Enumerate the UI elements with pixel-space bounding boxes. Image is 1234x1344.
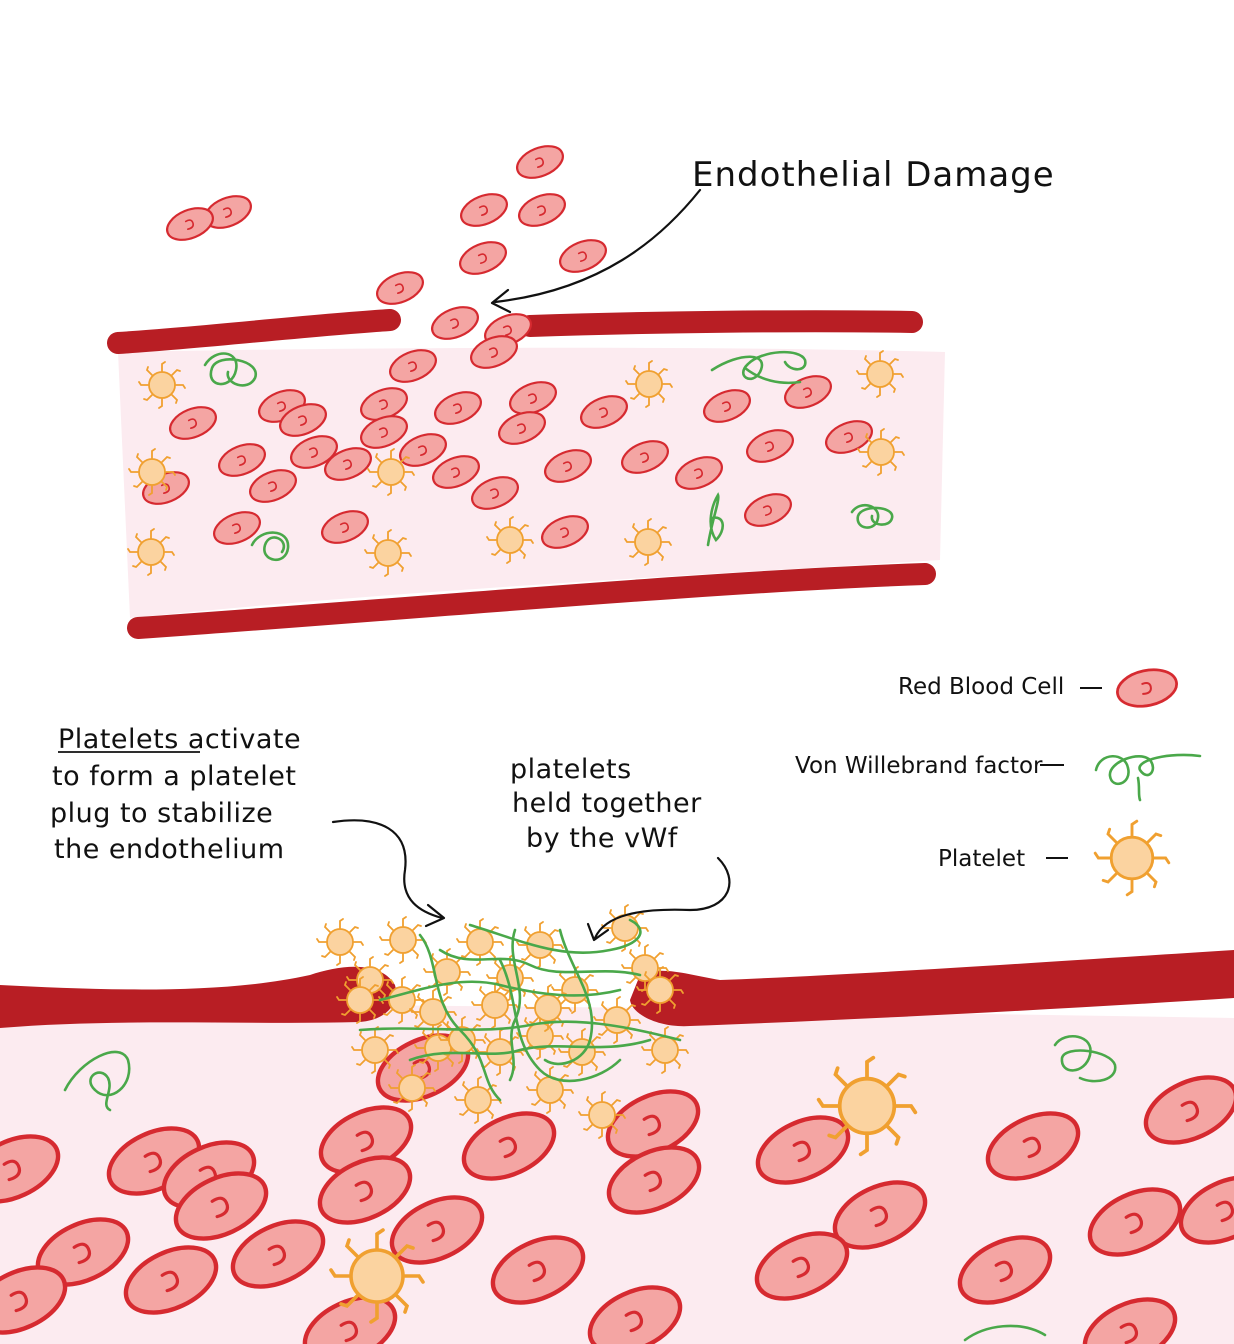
vwf-strand [358,1020,682,1042]
endothelial-damage-label: Endothelial Damage [692,155,1055,195]
vwf-strand [710,350,807,381]
red-blood-cell [454,234,512,282]
red-blood-cell [371,264,429,312]
vwf-strand [706,492,724,547]
von-willebrand-factor-icon [1094,753,1202,802]
platelet [316,918,364,966]
vwf-strand [408,1038,652,1062]
platelets-activate-arrowhead [424,903,446,928]
vwf-strand [63,1050,131,1112]
bottom-vessel-wall-left [0,966,396,1028]
platelet [379,916,427,964]
vwf-strand [498,958,622,1083]
top-vessel-wall-upper-right [519,310,923,337]
held-together-line-1: platelets [510,754,632,785]
bottom-vwf-strands [63,1035,1117,1342]
platelet-icon [1093,819,1171,897]
vwf-strand [1053,1035,1117,1083]
vwf-strand [508,928,522,1082]
legend: Red Blood Cell Von Willebrand factor Pla… [795,663,1202,897]
held-together-line-2: held together [512,788,702,819]
platelets-activate-line-2: to form a platelet [52,761,296,792]
held-together-line-3: by the vWf [526,823,679,854]
vwf-strand [850,503,894,529]
endothelial-damage-arrowhead [490,288,512,314]
vwf-strand [743,366,802,385]
legend-vwf-label: Von Willebrand factor [795,753,1043,779]
held-together-arrowhead [586,922,610,942]
platelet-plug-vwf-network [358,918,682,1102]
platelets-activate-note: Platelets activate to form a platelet pl… [50,724,301,865]
legend-platelet-label: Platelet [938,846,1025,872]
red-blood-cell [513,186,571,234]
vwf-strand [378,980,622,1002]
vwf-strand [543,928,594,1066]
platelets-activate-arrow [331,819,444,920]
legend-vwf: Von Willebrand factor [795,753,1202,802]
vwf-strand [468,918,642,954]
legend-platelet: Platelet [938,819,1171,897]
bottom-vessel-wall-right [630,950,1234,1027]
platelets-activate-line-4: the endothelium [54,834,285,865]
legend-red-blood-cell-label: Red Blood Cell [898,674,1064,700]
vwf-strand [438,948,642,977]
top-vwf-strands [203,350,894,561]
top-vessel-wall-upper-left [107,309,401,354]
top-vessel-wall-lower [127,563,936,639]
red-blood-cell [455,186,513,234]
platelets-activate-line-1: Platelets activate [58,724,301,755]
vwf-strand [250,531,290,561]
held-together-note: platelets held together by the vWf [510,754,702,854]
red-blood-cell [511,138,569,186]
vwf-strand [963,1324,1047,1342]
vwf-strand [203,352,257,387]
platelets-activate-line-3: plug to stabilize [50,798,273,829]
held-together-arrow [593,856,731,940]
legend-red-blood-cell: Red Blood Cell [898,663,1182,713]
red-blood-cell [426,299,484,347]
endothelial-damage-arrow [493,188,702,304]
red-blood-cell-icon [1112,663,1182,713]
